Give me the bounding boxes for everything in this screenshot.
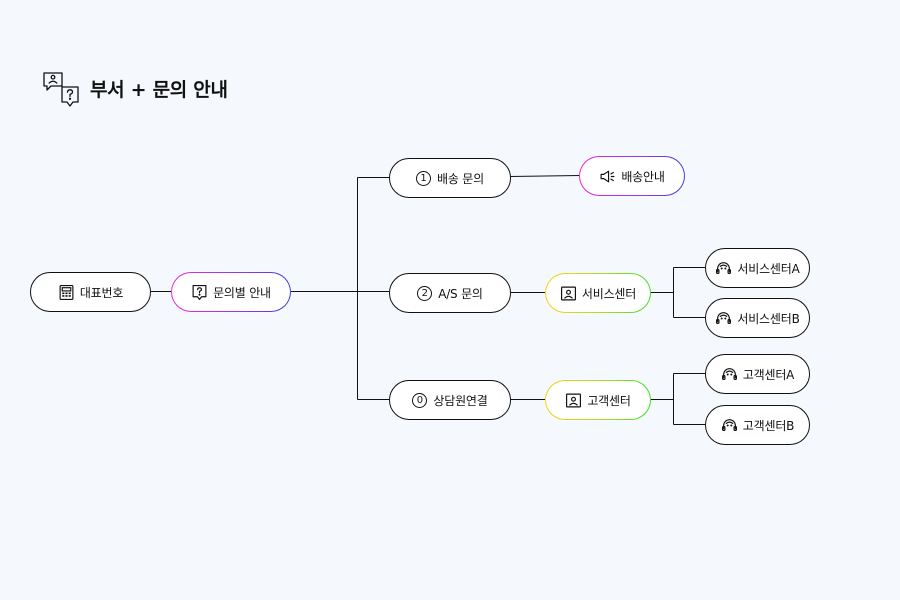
headset-agent-icon xyxy=(721,418,737,431)
delivery-guide-node[interactable]: 배송안내 xyxy=(579,156,685,196)
option-number-badge: 1 xyxy=(416,170,431,186)
inquiry-guide-label: 문의별 안내 xyxy=(213,285,271,300)
option-number-badge: 2 xyxy=(417,285,433,301)
as-inquiry-node[interactable]: 2 A/S 문의 xyxy=(389,273,511,313)
customer-center-label: 고객센터 xyxy=(587,393,631,408)
option-number-badge: 0 xyxy=(412,392,428,408)
customer-center-b-label: 고객센터B xyxy=(742,418,795,433)
customer-center-node[interactable]: 고객센터 xyxy=(545,380,651,420)
customer-center-a-node[interactable]: 고객센터A xyxy=(705,354,810,394)
counselor-connect-node[interactable]: 0 상담원연결 xyxy=(389,380,511,420)
inquiry-guide-node[interactable]: 문의별 안내 xyxy=(171,272,291,312)
delivery-guide-label: 배송안내 xyxy=(621,169,665,184)
service-center-label: 서비스센터 xyxy=(581,286,637,301)
service-center-node[interactable]: 서비스센터 xyxy=(545,273,651,313)
main-line-label: 대표번호 xyxy=(79,285,124,300)
page-title: 부서 + 문의 안내 xyxy=(90,79,228,101)
service-center-b-label: 서비스센터B xyxy=(737,311,800,326)
megaphone-icon xyxy=(600,170,615,182)
person-card-icon xyxy=(560,286,576,300)
customer-center-a-label: 고객센터A xyxy=(742,367,795,382)
delivery-inquiry-node[interactable]: 1 배송 문의 xyxy=(389,158,511,198)
service-center-a-node[interactable]: 서비스센터A xyxy=(705,248,810,288)
calculator-icon xyxy=(59,284,74,300)
main-line-node[interactable]: 대표번호 xyxy=(30,272,151,312)
service-center-b-node[interactable]: 서비스센터B xyxy=(705,298,810,338)
chat-question-icon xyxy=(43,72,79,107)
person-card-icon xyxy=(566,393,582,407)
delivery-inquiry-label: 배송 문의 xyxy=(437,171,484,186)
service-center-a-label: 서비스센터A xyxy=(737,261,800,276)
question-bubble-icon xyxy=(192,284,207,300)
customer-center-b-node[interactable]: 고객센터B xyxy=(705,405,810,445)
headset-agent-icon xyxy=(716,261,732,274)
as-inquiry-label: A/S 문의 xyxy=(438,286,483,301)
headset-agent-icon xyxy=(721,367,737,380)
counselor-connect-label: 상담원연결 xyxy=(433,393,488,408)
page-header: 부서 + 문의 안내 xyxy=(42,70,228,110)
headset-agent-icon xyxy=(716,311,732,324)
